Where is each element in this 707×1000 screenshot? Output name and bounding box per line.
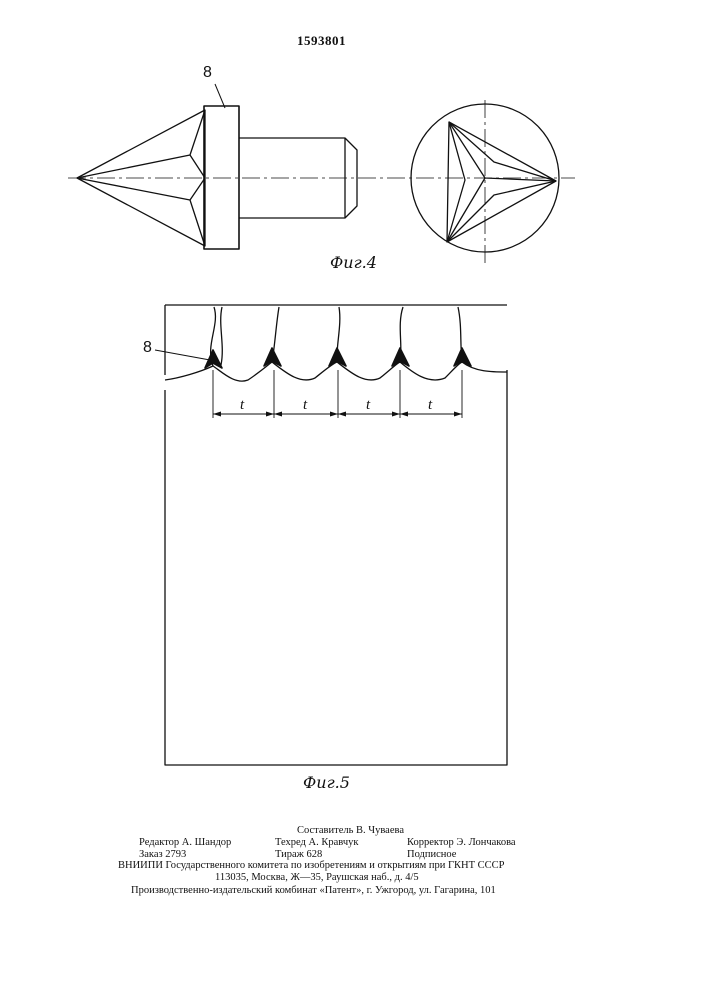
pitch-label: t bbox=[303, 397, 308, 413]
dim-arrow bbox=[213, 412, 221, 417]
imprint-techred: Техред А. Кравчук bbox=[275, 837, 358, 849]
indent-mark bbox=[264, 348, 281, 366]
dim-arrow bbox=[400, 412, 408, 417]
fig5-leader bbox=[155, 350, 210, 360]
dim-arrow bbox=[274, 412, 282, 417]
dim-arrow bbox=[338, 412, 346, 417]
indent-mark bbox=[329, 348, 346, 366]
imprint-institute: ВНИИПИ Государственного комитета по изоб… bbox=[118, 860, 505, 872]
indent-mark bbox=[392, 348, 409, 366]
dim-arrow bbox=[266, 412, 274, 417]
imprint-publisher: Производственно-издательский комбинат «П… bbox=[131, 885, 496, 897]
imprint-compiler: Составитель В. Чуваева bbox=[297, 825, 404, 837]
imprint-corrector: Корректор Э. Лончакова bbox=[407, 837, 516, 849]
pitch-label: t bbox=[240, 397, 245, 413]
imprint-editor: Редактор А. Шандор bbox=[139, 837, 231, 849]
block-outline bbox=[165, 370, 507, 765]
dim-arrow bbox=[392, 412, 400, 417]
indent-mark bbox=[454, 348, 471, 366]
fig5-callout-8: 8 bbox=[143, 339, 152, 357]
fig5-caption: Фиг.5 bbox=[303, 773, 350, 792]
pitch-label: t bbox=[428, 397, 433, 413]
pitch-label: t bbox=[366, 397, 371, 413]
indent-mark bbox=[205, 350, 222, 368]
dim-arrow bbox=[454, 412, 462, 417]
crack-line bbox=[221, 307, 223, 365]
dim-arrow bbox=[330, 412, 338, 417]
imprint-address: 113035, Москва, Ж—35, Раушская наб., д. … bbox=[215, 872, 419, 884]
